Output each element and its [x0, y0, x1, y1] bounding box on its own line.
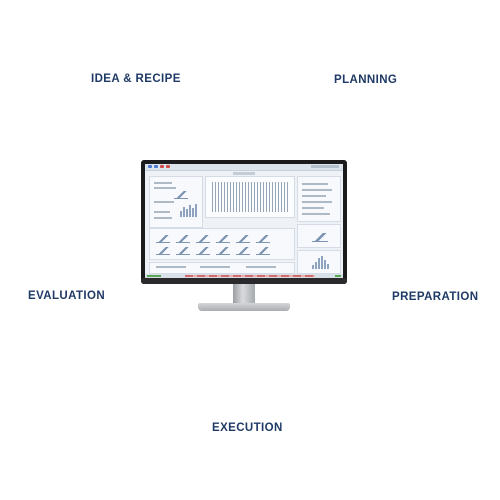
field-row	[154, 201, 174, 203]
mini-chart	[216, 247, 230, 255]
field-row	[154, 211, 170, 213]
preview-panel	[297, 224, 341, 248]
mini-chart	[216, 235, 230, 243]
histogram-chart	[312, 255, 329, 269]
mini-chart	[156, 247, 170, 255]
settings-panel	[149, 176, 203, 228]
field-row	[156, 266, 186, 268]
monitor-neck	[233, 284, 255, 304]
field-row	[302, 183, 328, 185]
toolbar-icon	[154, 165, 158, 168]
status-ok-indicator	[147, 275, 161, 277]
toolbar-icon	[166, 165, 170, 168]
stage-label-execution: EXECUTION	[212, 422, 283, 434]
field-row	[302, 195, 326, 197]
status-indicator	[311, 165, 339, 168]
software-screenshot	[145, 164, 343, 278]
toolbar-icon	[160, 165, 164, 168]
field-row	[246, 266, 276, 268]
app-icon	[148, 165, 152, 168]
app-title	[233, 172, 255, 175]
analysis-panel	[149, 228, 295, 260]
monitor-chin	[141, 278, 347, 284]
stage-label-planning: PLANNING	[334, 74, 398, 86]
mini-chart	[174, 191, 188, 199]
mini-chart	[312, 233, 328, 242]
main-chart-panel	[205, 176, 295, 218]
mini-chart	[176, 235, 190, 243]
mini-chart	[196, 247, 210, 255]
app-toolbar	[145, 164, 343, 171]
field-row	[302, 201, 332, 203]
parameter-panel	[297, 176, 341, 222]
field-row	[302, 213, 330, 215]
monitor-base	[198, 303, 290, 311]
field-row	[302, 207, 324, 209]
field-row	[302, 189, 332, 191]
field-row	[154, 217, 172, 219]
stage-label-idea-recipe: IDEA & RECIPE	[91, 73, 181, 85]
status-alarm-strip	[185, 275, 315, 277]
bar-chart	[180, 203, 197, 217]
mini-chart	[176, 247, 190, 255]
monitor	[141, 160, 347, 284]
mini-chart	[236, 235, 250, 243]
field-row	[200, 266, 230, 268]
stage-label-evaluation: EVALUATION	[28, 290, 106, 302]
stage-label-preparation: PREPARATION	[392, 291, 479, 303]
histogram-panel	[297, 250, 341, 274]
control-panel	[149, 262, 295, 274]
field-row	[154, 182, 172, 184]
mini-chart	[196, 235, 210, 243]
waveform-chart	[212, 182, 288, 212]
mini-chart	[236, 247, 250, 255]
status-ok-indicator	[335, 275, 341, 277]
field-row	[154, 187, 176, 189]
mini-chart	[256, 235, 270, 243]
mini-chart	[256, 247, 270, 255]
status-bar	[145, 274, 343, 278]
mini-chart	[156, 235, 170, 243]
